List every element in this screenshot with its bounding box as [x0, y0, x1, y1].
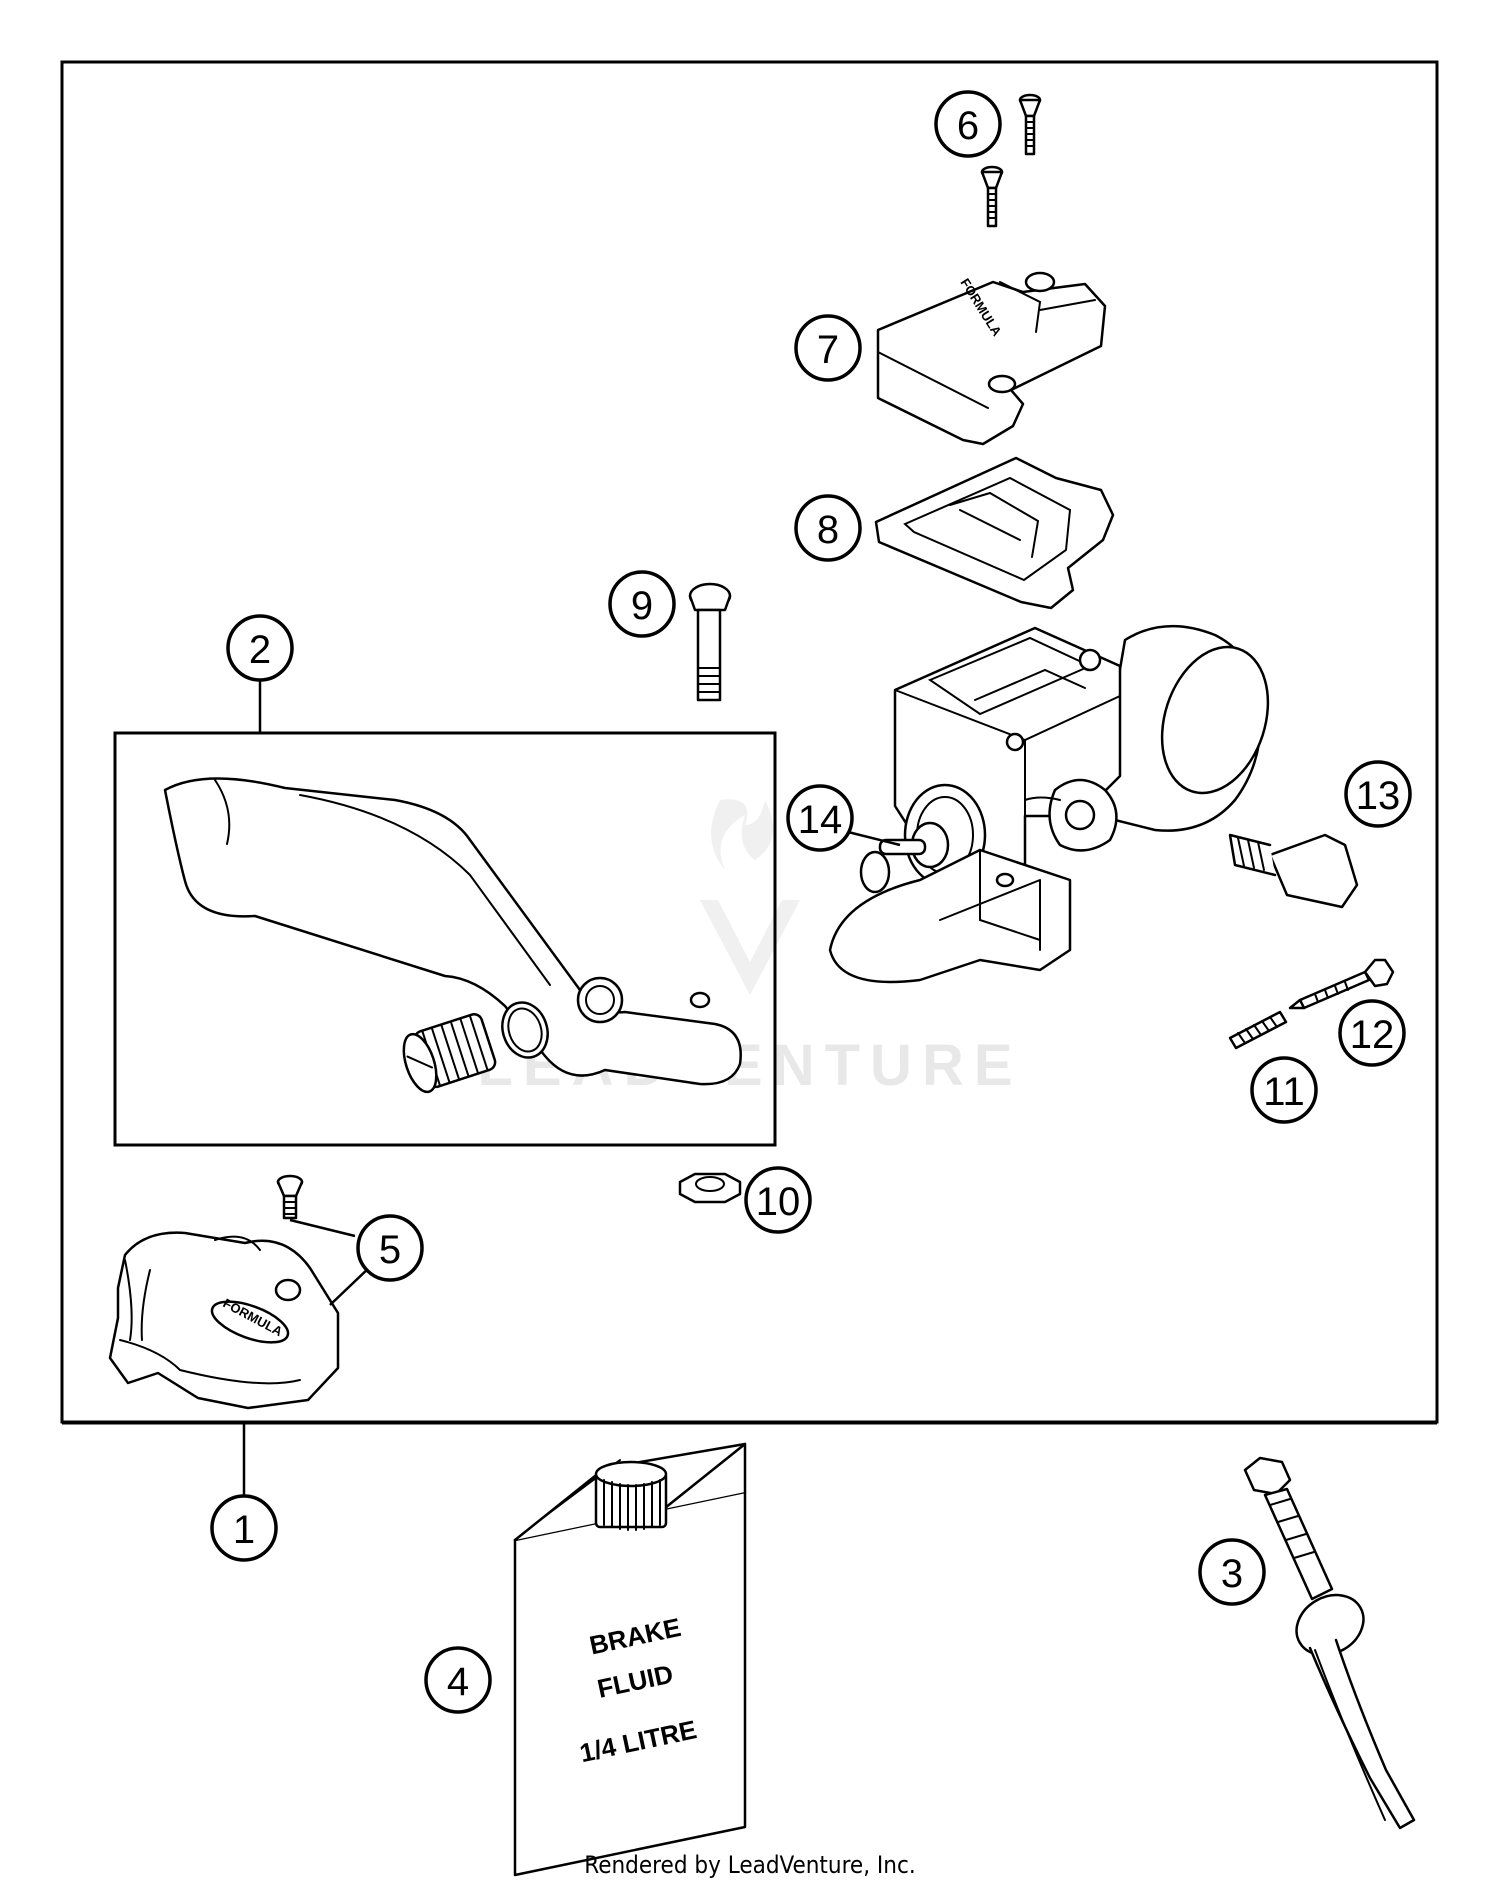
- callout-14: 14: [786, 784, 854, 852]
- part-8-gasket: [874, 456, 1115, 610]
- callout-7: 7: [794, 314, 862, 382]
- svg-text:1: 1: [233, 1508, 255, 1552]
- callout-2: 2: [226, 614, 294, 682]
- svg-text:13: 13: [1356, 774, 1401, 818]
- callout-6: 6: [934, 90, 1002, 158]
- svg-text:5: 5: [379, 1228, 401, 1272]
- svg-text:3: 3: [1221, 1552, 1243, 1596]
- callout-12: 12: [1338, 999, 1406, 1067]
- part-12-screw: [1288, 958, 1395, 1010]
- callout-9: 9: [608, 570, 676, 638]
- part-6-screws: [980, 93, 1042, 228]
- svg-text:4: 4: [447, 1660, 469, 1704]
- lever-box: [113, 731, 777, 1147]
- callout-11: 11: [1250, 1056, 1318, 1124]
- svg-text:6: 6: [957, 104, 979, 148]
- svg-text:11: 11: [1263, 1070, 1305, 1114]
- svg-text:9: 9: [631, 584, 653, 628]
- part-13-bolt: [1228, 833, 1359, 909]
- part-11-spring: [1228, 1010, 1288, 1050]
- callout-1: 1: [210, 1494, 278, 1562]
- leader-14: [847, 830, 901, 847]
- callout-13: 13: [1344, 760, 1412, 828]
- svg-text:8: 8: [817, 508, 839, 552]
- svg-text:12: 12: [1350, 1013, 1395, 1057]
- callout-8: 8: [794, 494, 862, 562]
- callout-10: 10: [744, 1166, 812, 1234]
- part-3-brake-hose: [1243, 1456, 1416, 1830]
- svg-text:2: 2: [249, 628, 271, 672]
- svg-text:10: 10: [756, 1180, 801, 1224]
- part-7-reservoir-cover: FORMULA: [876, 271, 1107, 446]
- part-5-guard: FORMULA: [108, 1174, 373, 1410]
- part-10-nut: [678, 1172, 742, 1204]
- part-4-brake-fluid-bottle: BRAKE FLUID 1/4 LITRE: [513, 1442, 747, 1877]
- callout-5: 5: [356, 1214, 424, 1282]
- part-2-lever-group: [113, 731, 777, 1147]
- part-9-bolt: [688, 582, 732, 702]
- svg-text:7: 7: [817, 328, 839, 372]
- master-cylinder-body: [828, 624, 1270, 984]
- svg-text:14: 14: [798, 798, 843, 842]
- callout-4: 4: [424, 1646, 492, 1714]
- callout-3: 3: [1198, 1538, 1266, 1606]
- footer-credit: Rendered by LeadVenture, Inc.: [584, 1851, 915, 1879]
